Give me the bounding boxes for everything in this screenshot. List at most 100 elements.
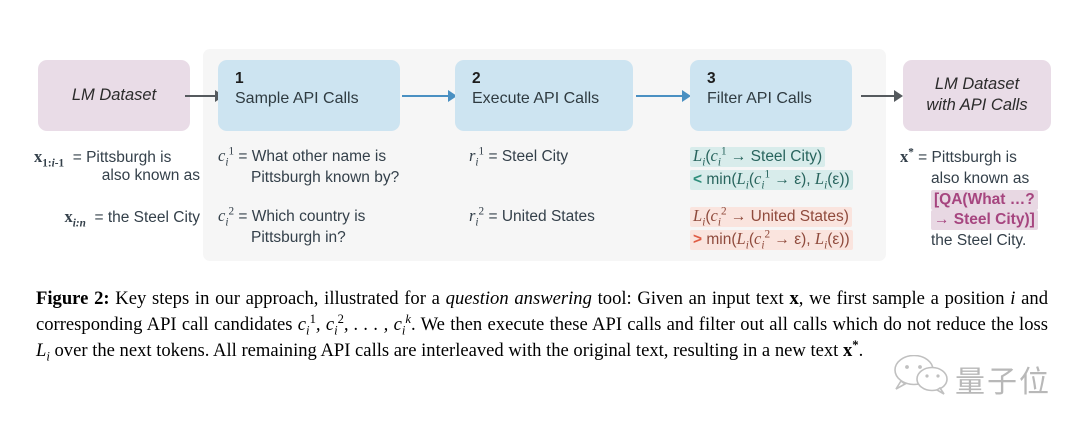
caption-emphasis-1: question answering: [445, 288, 592, 309]
step1-row-c2-eq: =: [238, 208, 252, 225]
step3-kept-min-loss1: Li: [736, 168, 749, 192]
output-row-xstar: x* = Pittsburgh is also known as [QA(Wha…: [900, 146, 1038, 252]
caption-math-xstar: x*: [842, 338, 859, 362]
step1-row-c2-text2: Pittsburgh in?: [251, 228, 346, 246]
step1-row-c2-var: ci2: [218, 205, 235, 229]
step1-row-c1-text1: What other name is: [251, 148, 387, 165]
step3-kept-paren-open: (: [705, 148, 711, 165]
step3-rejected-min-label: min: [706, 230, 732, 248]
step3-kept-loss-expr: Li(ci1 → Steel City): [690, 145, 826, 169]
input-row-x1-line1: Pittsburgh is: [86, 149, 172, 166]
output-row-xstar-line1: x* = Pittsburgh is: [900, 146, 1038, 169]
input-row-x2: xi:n = the Steel City: [34, 206, 200, 230]
step2-row-r1-var: ri1: [469, 145, 485, 169]
panel-step1: 1 Sample API Calls ci1 = What other name…: [218, 0, 433, 272]
step3-rejected-min-call: ci2: [754, 228, 771, 252]
step2-number: 2: [472, 70, 481, 87]
output-row-xstar-text3: the Steel City.: [931, 232, 1027, 250]
step3-kept-loss-fn: Li: [693, 146, 706, 169]
step3-kept-call-var: ci1: [710, 145, 727, 169]
panel-step2: 2 Execute API Calls ri1 = Steel City ri2…: [455, 0, 670, 272]
step1-box: 1 Sample API Calls: [218, 60, 400, 131]
caption-text-6: over the next tokens. All remaining API …: [49, 340, 843, 362]
step3-rejected-paren-close: ): [843, 208, 849, 225]
step3-rejected-min-loss2: Li: [814, 228, 828, 252]
caption-math-loss: Li: [36, 340, 50, 365]
step2-row-r2-line1: ri2 = United States: [469, 205, 595, 228]
step1-row-c1-line1: ci1 = What other name is: [218, 145, 399, 168]
caption-text-3: , we first sample a position: [798, 288, 1011, 309]
step2-row-r2-var: ri2: [469, 205, 485, 229]
arrow-step2-to-step3: [636, 89, 692, 103]
step1-row-c1-text2: Pittsburgh known by?: [251, 168, 400, 186]
step3-kept-min-label: min: [706, 170, 732, 188]
step2-row-r2: ri2 = United States: [469, 205, 595, 228]
output-api-call-line2: → Steel City)]: [900, 210, 1038, 231]
step3-rejected-min-open: (: [731, 230, 737, 248]
step3-condition-rejected-line1: Li(ci2 → United States): [690, 205, 853, 228]
input-row-x1-line2: also known as: [101, 167, 200, 184]
step3-condition-kept: Li(ci1 → Steel City) < min(Li(ci1 → ε), …: [690, 145, 853, 191]
input-row-x1-var: x1:i-1: [34, 147, 65, 170]
panel-step3: 3 Filter API Calls Li(ci1 → Steel City) …: [690, 0, 890, 272]
step2-row-r2-eq: =: [488, 208, 502, 225]
step3-kept-eps2: ε: [832, 170, 840, 188]
input-dataset-title: LM Dataset: [71, 85, 157, 104]
input-row-x1-eq: =: [68, 149, 87, 166]
caption-text-4: and corresponding API call candidates: [36, 288, 1049, 336]
step3-kept-comparator: <: [693, 170, 703, 188]
caption-figure-number: Figure 2:: [36, 288, 110, 309]
output-row-xstar-var: x*: [900, 146, 914, 166]
step1-row-c1: ci1 = What other name is Pittsburgh know…: [218, 145, 399, 189]
step3-rejected-arrow: →: [726, 208, 751, 225]
step3-rejected-paren-open: (: [705, 208, 711, 225]
caption-text-1: Key steps in our approach, illustrated f…: [109, 288, 446, 309]
output-dataset-title-line2: with API Calls: [926, 96, 1028, 115]
step3-kept-arrow: →: [726, 148, 751, 165]
input-row-x2-var: xi:n: [64, 207, 86, 230]
step3-rejected-eps2: ε: [832, 230, 840, 248]
step3-kept-min-call: ci1: [754, 168, 771, 192]
step1-row-c2-text1: Which country is: [251, 208, 366, 225]
step3-condition-kept-line1: Li(ci1 → Steel City): [690, 145, 853, 168]
caption-math-x: x: [789, 288, 799, 309]
step2-row-r1-text1: Steel City: [501, 148, 569, 165]
step3-rejected-result: United States: [750, 208, 844, 225]
output-row-xstar-eq: =: [918, 149, 932, 166]
output-dataset-title-line1: LM Dataset: [934, 74, 1020, 93]
step3-label: Filter API Calls: [707, 90, 812, 107]
step3-rejected-call-var: ci2: [710, 205, 727, 229]
input-dataset-box: LM Dataset: [38, 60, 190, 131]
step1-label: Sample API Calls: [235, 90, 359, 107]
output-api-call-tag1: [QA(What …?: [931, 189, 1038, 210]
step3-rejected-loss-expr: Li(ci2 → United States): [690, 205, 852, 229]
step3-rejected-loss-fn: Li: [693, 206, 706, 229]
figure-diagram: LM Dataset x1:i-1 = Pittsburgh is also k…: [34, 0, 1063, 272]
caption-text-2: tool: Given an input text: [591, 288, 790, 309]
panel-output-dataset: LM Dataset with API Calls x* = Pittsburg…: [900, 0, 1063, 272]
output-row-xstar-text1: Pittsburgh is: [931, 149, 1017, 166]
figure-caption: Figure 2: Key steps in our approach, ill…: [36, 286, 1048, 365]
step3-rejected-min-loss1: Li: [736, 228, 749, 252]
step3-rejected-min-expr: > min(Li(ci2 → ε), Li(ε)): [690, 228, 853, 252]
step2-row-r2-text1: United States: [501, 208, 595, 225]
input-row-x2-line1: the Steel City: [107, 209, 200, 226]
caption-math-i: i: [1010, 288, 1016, 309]
step3-rejected-comparator: >: [693, 230, 703, 248]
step1-number: 1: [235, 70, 244, 87]
arrow-step3-to-output: [861, 89, 905, 103]
step1-row-c1-eq: =: [238, 148, 252, 165]
output-api-call-line1: [QA(What …?: [900, 189, 1038, 211]
step2-row-r1-eq: =: [488, 148, 502, 165]
step3-condition-rejected: Li(ci2 → United States) > min(Li(ci2 → ε…: [690, 205, 853, 251]
step3-kept-paren-close: ): [817, 148, 823, 165]
step3-kept-min-open: (: [731, 170, 737, 188]
step3-kept-result: Steel City: [750, 148, 818, 165]
step1-row-c2-line1: ci2 = Which country is: [218, 205, 365, 228]
step3-condition-kept-line2: < min(Li(ci1 → ε), Li(ε)): [690, 168, 853, 191]
step3-kept-eps1: ε: [794, 170, 802, 188]
output-api-call-tag2: → Steel City)]: [931, 210, 1038, 231]
caption-text-5: . We then execute these API calls and fi…: [411, 314, 1048, 336]
caption-math-candidates: ci1, ci2, . . . , cik: [297, 312, 411, 338]
step3-box: 3 Filter API Calls: [690, 60, 852, 131]
